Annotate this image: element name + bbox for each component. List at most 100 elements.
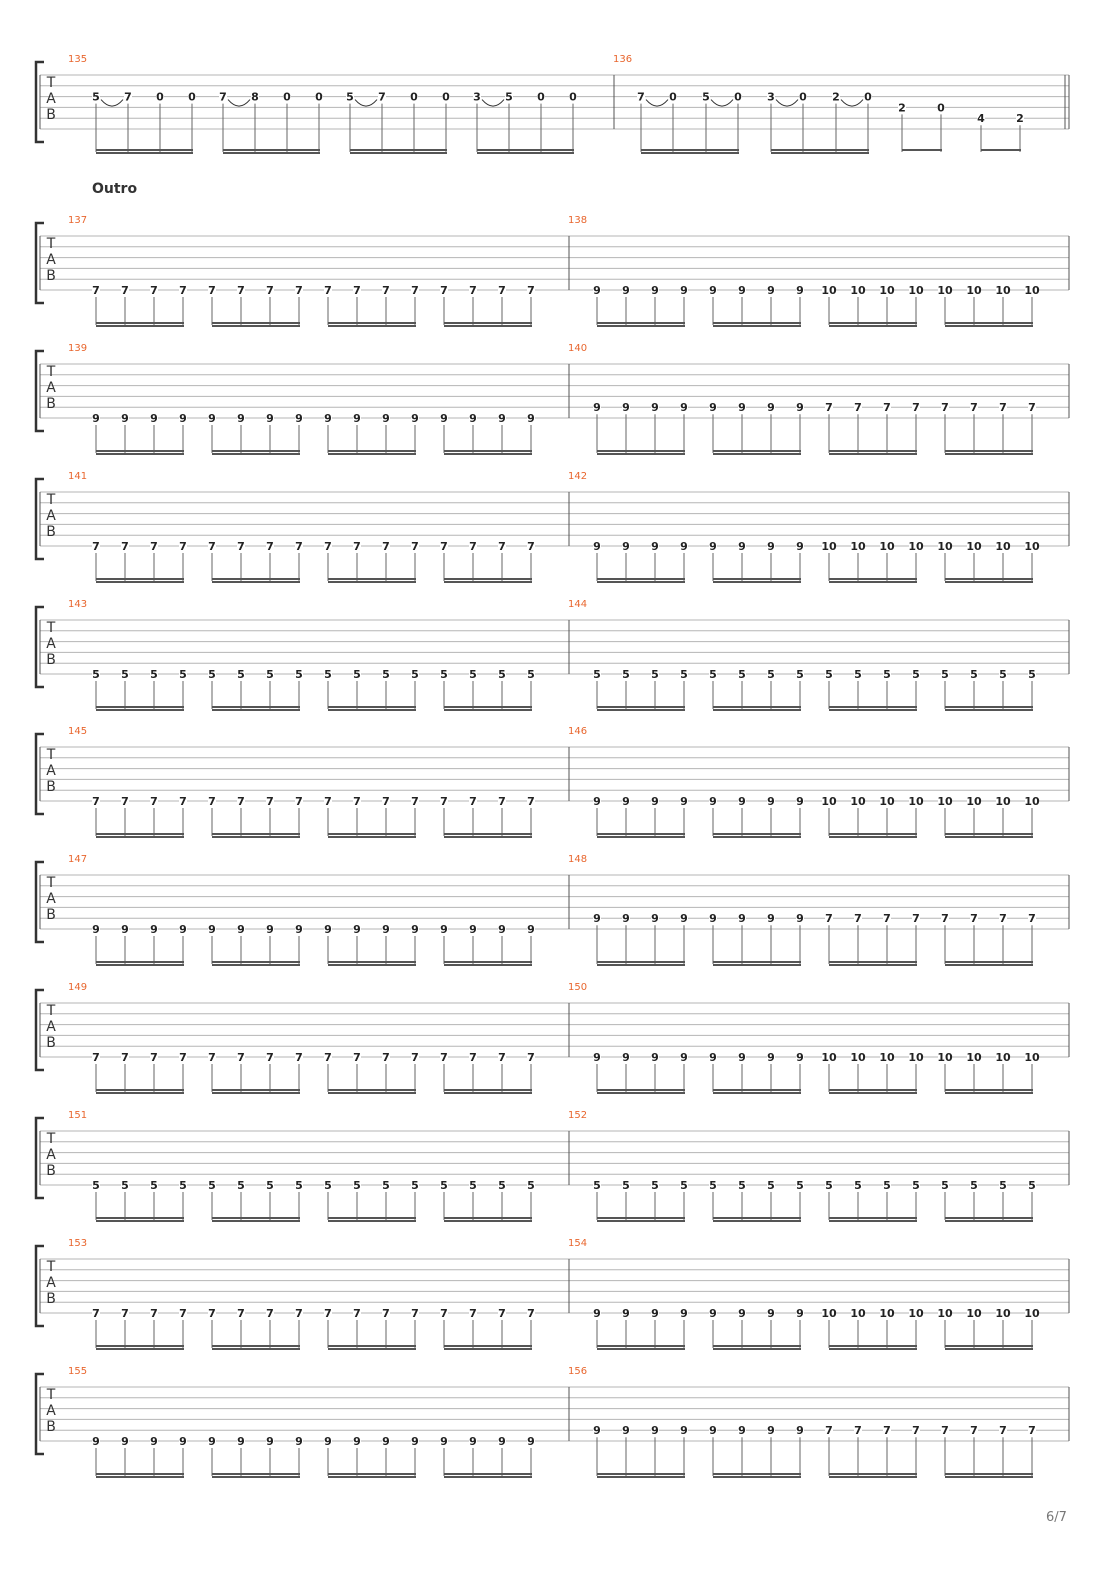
- fret-bg: [651, 1307, 659, 1319]
- fret-number: 5: [912, 1179, 920, 1192]
- note-beam: [597, 706, 685, 708]
- fret-number: 9: [593, 401, 601, 414]
- fret-number: 9: [593, 912, 601, 925]
- tab-clef-b: B: [46, 779, 56, 795]
- note-beam: [597, 836, 685, 838]
- fret-number: 7: [854, 912, 862, 925]
- fret-bg: [498, 1307, 506, 1319]
- fret-bg: [1025, 795, 1039, 807]
- fret-bg: [121, 284, 129, 296]
- note-beam: [945, 706, 1033, 708]
- fret-bg: [1025, 1307, 1039, 1319]
- fret-bg: [121, 540, 129, 552]
- fret-bg: [680, 1307, 688, 1319]
- fret-bg: [999, 1179, 1007, 1191]
- fret-number: 10: [1024, 795, 1040, 808]
- fret-bg: [622, 912, 630, 925]
- note-beam: [713, 325, 801, 327]
- fret-number: 9: [738, 540, 746, 553]
- fret-bg: [469, 412, 477, 424]
- fret-bg: [851, 1307, 865, 1319]
- fret-bg: [709, 668, 717, 680]
- fret-number: 9: [738, 1424, 746, 1437]
- fret-bg: [738, 912, 746, 925]
- system-bracket: [34, 349, 44, 433]
- fret-number: 7: [469, 795, 477, 808]
- fret-number: 9: [469, 412, 477, 425]
- fret-number: 9: [651, 540, 659, 553]
- fret-number: 7: [237, 795, 245, 808]
- fret-number: 9: [796, 795, 804, 808]
- fret-bg: [324, 1179, 332, 1191]
- fret-number: 9: [767, 401, 775, 414]
- fret-bg: [822, 795, 836, 807]
- note-beam: [444, 1345, 532, 1347]
- note-beam: [444, 961, 532, 963]
- fret-bg: [909, 1307, 923, 1319]
- note-beam: [945, 833, 1033, 835]
- fret-bg: [738, 1051, 746, 1063]
- fret-number: 5: [150, 668, 158, 681]
- note-beam: [96, 964, 184, 966]
- fret-number: 9: [266, 1435, 274, 1448]
- fret-bg: [179, 1435, 187, 1447]
- note-beam: [597, 450, 685, 452]
- fret-bg: [440, 1435, 448, 1447]
- tie-arc: [227, 99, 251, 107]
- fret-number: 9: [651, 284, 659, 297]
- fret-bg: [92, 923, 100, 935]
- fret-bg: [266, 1179, 274, 1191]
- fret-number: 5: [411, 1179, 419, 1192]
- fret-number: 0: [315, 91, 323, 104]
- note-beam: [212, 1220, 300, 1222]
- note-beam: [829, 578, 917, 580]
- fret-number: 7: [295, 540, 303, 553]
- note-beam: [829, 964, 917, 966]
- fret-bg: [970, 912, 978, 925]
- fret-number: 5: [796, 668, 804, 681]
- fret-bg: [237, 412, 245, 424]
- fret-bg: [237, 795, 245, 807]
- note-beam: [945, 1473, 1033, 1475]
- note-beam: [444, 706, 532, 708]
- fret-bg: [825, 401, 833, 414]
- fret-bg: [382, 540, 390, 552]
- fret-bg: [967, 795, 981, 807]
- note-beam: [212, 450, 300, 452]
- fret-bg: [996, 284, 1010, 296]
- fret-number: 9: [796, 912, 804, 925]
- fret-number: 9: [709, 912, 717, 925]
- note-beam: [96, 581, 184, 583]
- note-beam: [771, 149, 869, 151]
- note-beam: [328, 1089, 416, 1091]
- bar-number: 155: [68, 1366, 87, 1377]
- tie-arc: [775, 99, 799, 107]
- note-beam: [945, 1217, 1033, 1219]
- fret-number: 7: [382, 1307, 390, 1320]
- note-beam: [328, 453, 416, 455]
- fret-number: 10: [995, 795, 1011, 808]
- fret-bg: [527, 1307, 535, 1319]
- bar-number: 153: [68, 1238, 87, 1249]
- fret-number: 9: [651, 1307, 659, 1320]
- note-beam: [96, 1220, 184, 1222]
- note-beam: [829, 453, 917, 455]
- fret-number: 7: [382, 284, 390, 297]
- fret-bg: [237, 1435, 245, 1447]
- fret-number: 9: [796, 284, 804, 297]
- note-beam: [96, 1473, 184, 1475]
- note-beam: [328, 961, 416, 963]
- fret-bg: [121, 1051, 129, 1063]
- fret-number: 7: [1028, 401, 1036, 414]
- fret-number: 9: [527, 923, 535, 936]
- fret-number: 9: [593, 1051, 601, 1064]
- fret-bg: [880, 1051, 894, 1063]
- note-beam: [829, 325, 917, 327]
- note-beam: [945, 836, 1033, 838]
- fret-bg: [150, 1179, 158, 1191]
- system-bracket: [34, 988, 44, 1072]
- fret-number: 7: [378, 91, 386, 104]
- note-beam: [829, 706, 917, 708]
- note-beam: [212, 1476, 300, 1478]
- fret-bg: [593, 284, 601, 296]
